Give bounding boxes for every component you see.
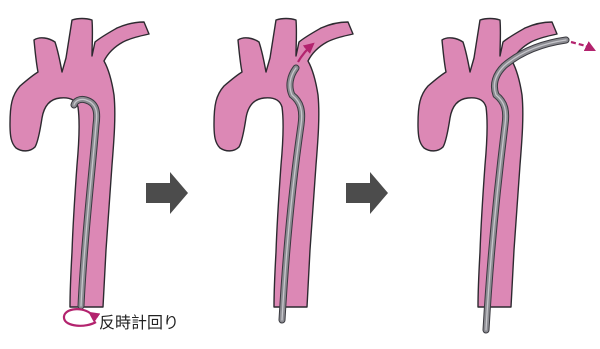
arrowhead-icon: [571, 42, 594, 50]
aorta-illustration: [10, 19, 149, 308]
right-arrow-icon: [146, 172, 188, 214]
step-3-panel: [418, 19, 594, 331]
step-1-panel: [10, 19, 149, 326]
counterclockwise-arrow-icon: [64, 309, 96, 326]
right-arrow-icon: [346, 172, 388, 214]
step-2-panel: [214, 19, 353, 321]
rotation-caption: 反時計回り: [99, 313, 179, 333]
